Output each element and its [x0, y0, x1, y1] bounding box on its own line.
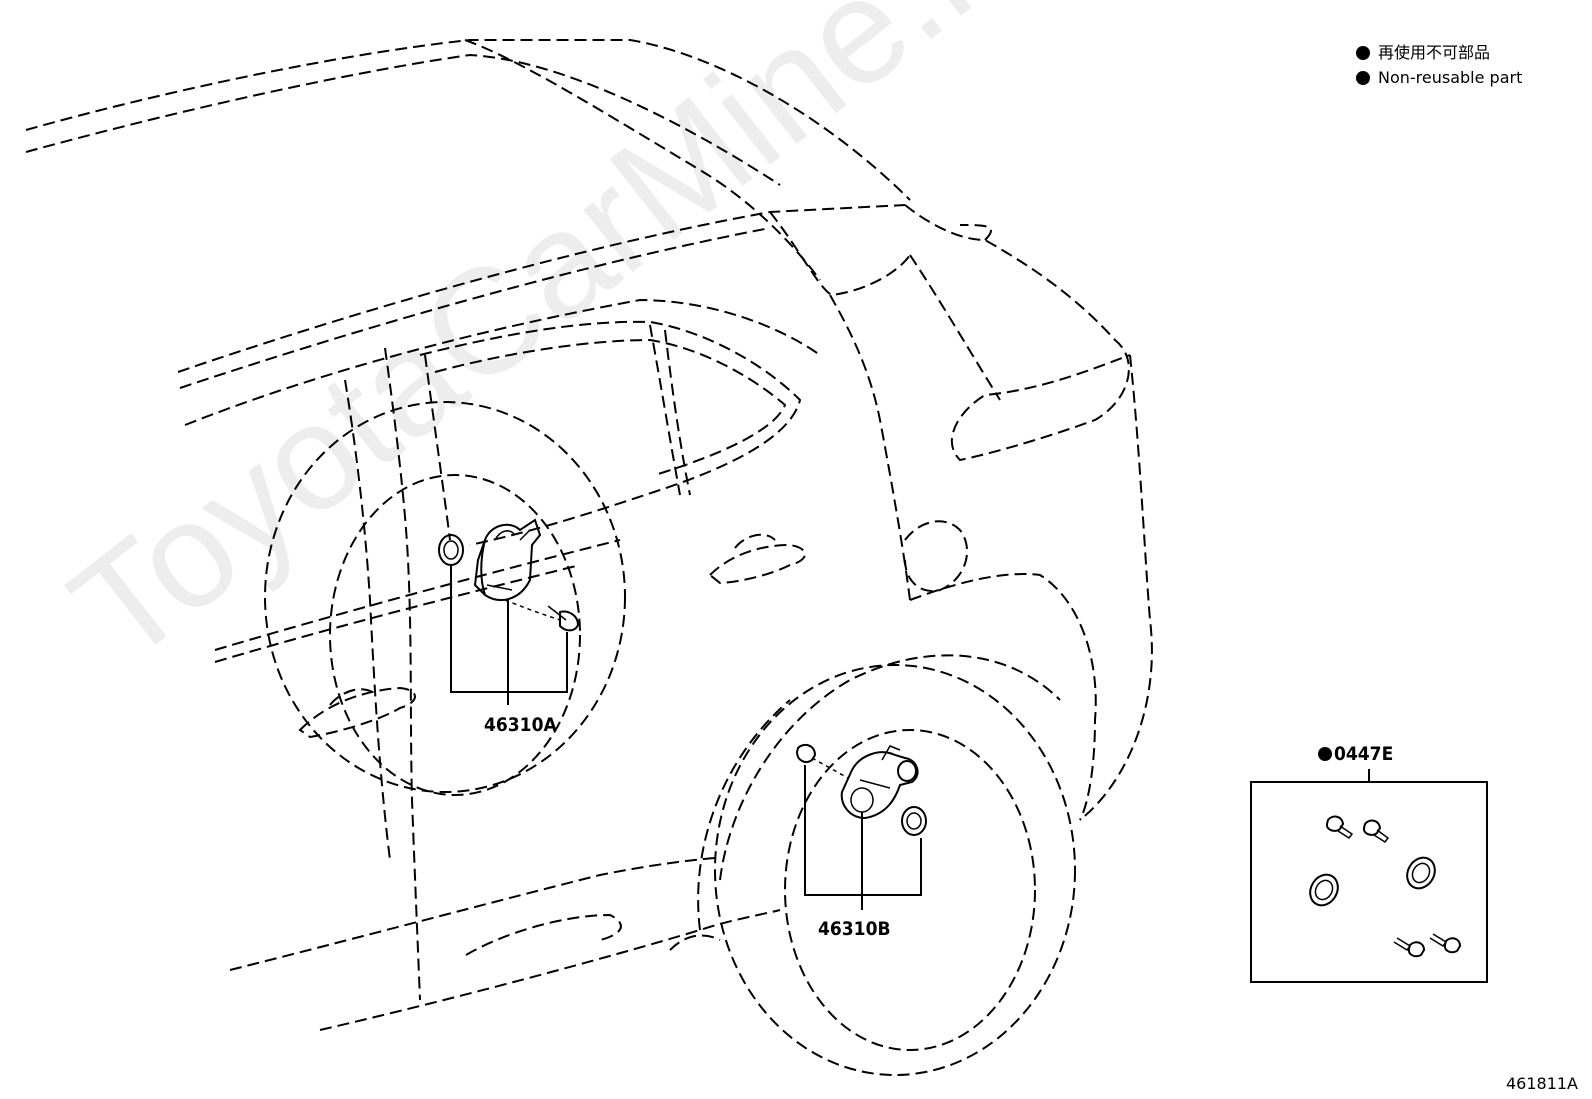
leader-46310a — [450, 566, 568, 705]
non-reusable-dot-icon — [1356, 70, 1370, 85]
car-body-outline — [25, 39, 1153, 1076]
non-reusable-dot-icon — [1356, 45, 1370, 60]
legend-label-en: Non-reusable part — [1378, 68, 1523, 87]
part-number-0447e: 0447E — [1334, 743, 1394, 765]
legend: 再使用不可部品 Non-reusable part — [1356, 40, 1522, 90]
leader-46310b — [804, 765, 922, 910]
part-label-46310a[interactable]: 46310A — [484, 714, 557, 736]
part-label-46310b[interactable]: 46310B — [818, 918, 891, 940]
legend-row-ja: 再使用不可部品 — [1356, 40, 1522, 65]
actuator-46310b — [795, 743, 927, 836]
figure-number: 461811A — [1505, 1074, 1578, 1093]
repair-kit-0447e — [1250, 769, 1488, 983]
non-reusable-dot-icon — [1318, 747, 1332, 761]
kit-bolts — [1325, 815, 1462, 958]
actuator-46310a — [438, 518, 580, 632]
legend-row-en: Non-reusable part — [1356, 65, 1522, 90]
kit-o-rings — [1309, 856, 1436, 907]
part-label-0447e[interactable]: 0447E — [1318, 743, 1393, 765]
legend-label-ja: 再使用不可部品 — [1378, 43, 1491, 62]
